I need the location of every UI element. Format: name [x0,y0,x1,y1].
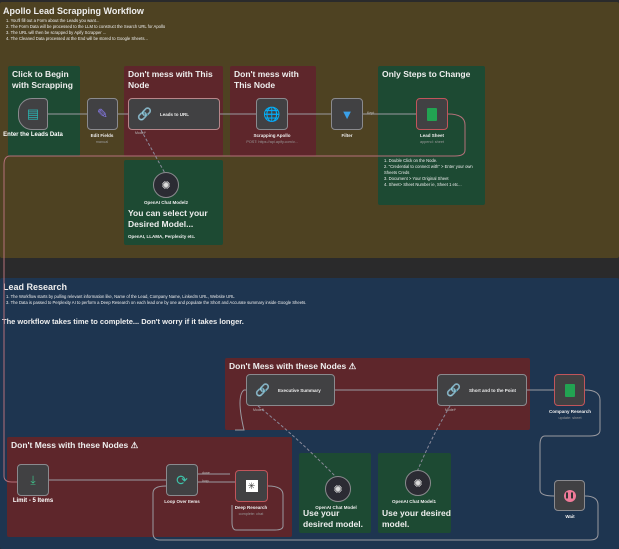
node-label: Executive Summary [277,387,321,393]
limit-icon: ⤓ [30,472,36,487]
pencil-icon: ✎ [97,106,108,121]
node-label: Deep Research [234,505,268,510]
sticky-steps: 1. The Workflow starts by pulling releva… [0,294,619,306]
sticky-text: Don't Mess with these Nodes ⚠ [229,361,357,371]
node-leads-to-url[interactable]: 🔗 Leads to URL [128,98,220,130]
node-label: Company Research [548,409,592,414]
pause-icon: ❚❚ [563,489,576,502]
node-label: Filter [341,133,353,138]
node-subtitle: update: sheet [558,416,582,420]
step: 4. The Cleaned Data processed at the End… [6,36,148,41]
node-subtitle: append: sheet [419,140,445,144]
sticky-text: Use your desired model. [382,508,451,529]
link-icon: 🔗 [446,383,461,397]
node-label: Short and to the Point [468,387,516,393]
node-scrapping-apollo[interactable]: 🌐 [256,98,288,130]
node-filter[interactable]: ▼ [331,98,363,130]
openai-icon: ✺ [413,477,423,490]
node-label: Limit - 5 Items [12,498,54,504]
node-lead-sheet[interactable] [416,98,448,130]
sticky-note: The workflow takes time to complete... D… [2,317,244,326]
wire [539,389,601,497]
node-subtitle: complete: chat [238,512,264,516]
wire [152,485,599,541]
loop-icon: ⟳ [176,471,188,488]
node-subtitle: manual [95,140,109,144]
sticky-title: Lead Research [3,282,68,292]
step: 3. Document > Your Original Sheet [384,176,449,181]
wire [231,485,284,531]
google-sheets-icon [564,383,575,397]
openai-icon: ✺ [161,179,171,192]
sticky-text: Don't Mess with these Nodes ⚠ [11,440,139,450]
sticky-title: Apollo Lead Scrapping Workflow [3,6,144,16]
output-label: loop [202,479,209,483]
step: 1. You'll fill out a Form about the Lead… [6,18,100,23]
model-wire [257,405,338,479]
node-label: OpenAI Chat Model1 [391,499,436,504]
wire [3,113,466,483]
node-label: Lead Sheet [419,133,444,138]
node-wait[interactable]: ❚❚ [554,480,585,511]
only-steps-list: 1. Double Click on the Node. 2. "Credent… [378,158,482,188]
wire [49,473,235,483]
globe-icon: 🌐 [263,105,281,122]
filter-icon: ▼ [340,106,354,122]
step: 1. The Workflow starts by pulling releva… [6,294,235,299]
port-label: Model* [445,408,456,412]
perplexity-icon: ✳ [245,480,258,492]
node-openai-chat-model[interactable]: ✺ [325,476,351,502]
model-wire [416,405,451,473]
node-label: Enter the Leads Data [3,132,63,138]
node-openai-chat-model2[interactable]: ✺ [153,172,179,198]
link-icon: 🔗 [255,383,270,397]
node-label: Scrapping Apollo [253,133,291,138]
sticky-text: Click to Begin with Scrapping [12,69,73,90]
model-wire [140,129,167,176]
step: 3. The Data is passed to Perplexity AI t… [6,300,307,305]
node-label: OpenAI Chat Model2 [143,200,188,205]
link-icon: 🔗 [137,107,152,121]
node-edit-fields[interactable]: ✎ [87,98,118,130]
google-sheets-icon [427,107,437,121]
sticky-text: Don't mess with This Node [234,69,299,90]
node-deep-research[interactable]: ✳ [235,470,268,502]
step: 2. "Credential to connect with" > Enter … [384,164,473,175]
sticky-text: Only Steps to Change [382,69,471,79]
node-label: Edit Fields [90,133,114,138]
output-label: Kept [367,111,375,115]
port-label: Model* [135,131,146,135]
output-label: done [202,471,210,475]
step: 1. Double Click on the Node. [384,158,438,163]
port-label: Model* [253,408,264,412]
wire [235,389,246,431]
form-icon: ▤ [26,106,40,121]
node-loop-over-items[interactable]: ⟳ [166,464,198,496]
node-company-research[interactable] [554,374,585,406]
step: 4. Sheet> Sheet Number ie, Sheet 1 etc..… [384,182,462,187]
sticky-text: Use your desired model. [303,508,363,529]
node-label: Wait [565,514,575,519]
node-executive-summary[interactable]: 🔗 Executive Summary [246,374,335,406]
node-label: Leads to URL [159,111,189,117]
sticky-text: Don't mess with This Node [128,69,213,90]
node-short-and-to-the-point[interactable]: 🔗 Short and to the Point [437,374,527,406]
sticky-text: You can select your Desired Model... [128,208,208,229]
node-openai-chat-model1[interactable]: ✺ [405,470,431,496]
node-enter-leads-data[interactable]: ▤ [18,98,48,130]
step: 2. The Form Data will be processed to th… [6,24,166,29]
node-label: Loop Over Items [164,499,200,504]
step: 3. The URL will then be scrapped by Apif… [6,30,107,35]
sticky-only-steps[interactable]: Only Steps to Change 1. Double Click on … [378,66,485,205]
openai-icon: ✺ [333,483,343,496]
node-limit[interactable]: ⤓ [17,464,49,496]
node-subtitle: POST: https://api.apify.com/v... [246,140,298,144]
sticky-subtext: OpenAI, LLAMA, Perplexity etc. [128,234,196,239]
sticky-steps: 1. You'll fill out a Form about the Lead… [0,18,619,42]
node-label: OpenAI Chat Model [315,505,357,510]
